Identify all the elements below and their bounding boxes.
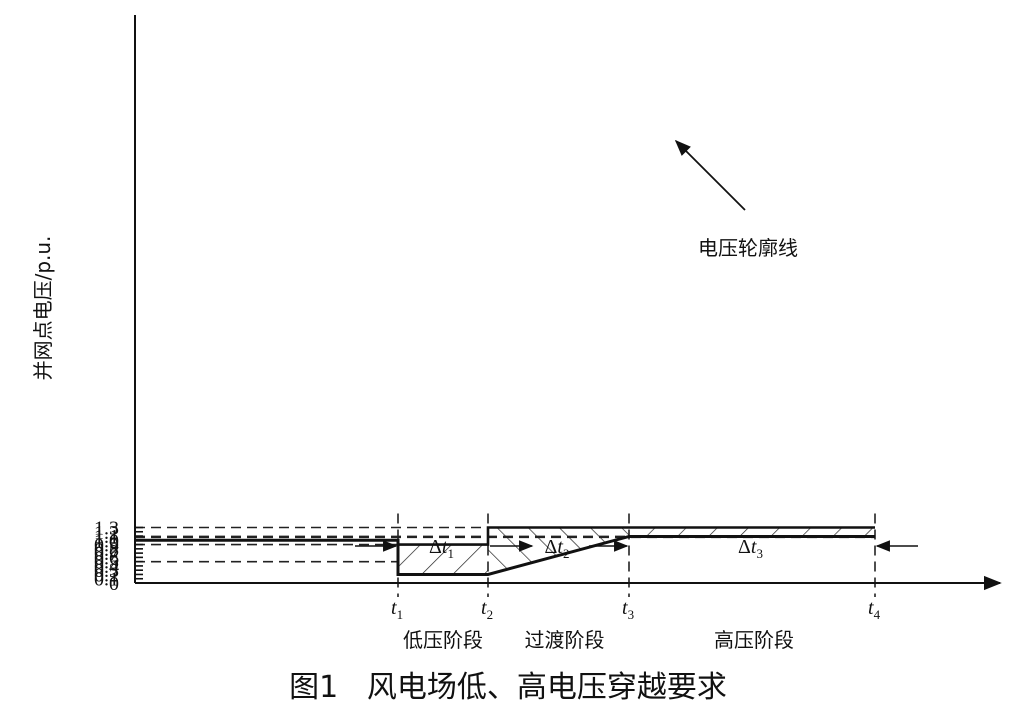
y-tick-label: 1.1 bbox=[94, 526, 119, 548]
hatch-transition bbox=[488, 527, 629, 575]
y-tick-label: 1.0 bbox=[94, 530, 119, 552]
y-tick-label: 0.7 bbox=[94, 543, 119, 565]
y-tick-label: 0.5 bbox=[94, 552, 119, 574]
chart-title: 图1 风电场低、高电压穿越要求 bbox=[289, 670, 727, 705]
stage-label-3: 高压阶段 bbox=[714, 628, 794, 652]
interval-label-2: Δt2 bbox=[545, 536, 570, 561]
y-tick-label: 0.4 bbox=[94, 556, 119, 578]
interval-label-3: Δt3 bbox=[738, 536, 763, 561]
axes: 00.10.20.30.40.50.60.70.80.91.01.11.21.3 bbox=[94, 15, 1002, 595]
stage-label-1: 低压阶段 bbox=[403, 628, 483, 652]
y-tick-label: 0.3 bbox=[94, 560, 119, 582]
y-tick-label: 0 bbox=[109, 573, 119, 595]
y-tick-label: 1.3 bbox=[94, 517, 119, 539]
x-mark-label-t4: t4 bbox=[868, 597, 881, 622]
y-tick-label: 0.9 bbox=[94, 535, 119, 557]
stage-label-2: 过渡阶段 bbox=[525, 628, 605, 652]
y-tick-label: 0.2 bbox=[94, 564, 119, 586]
y-axis-label: 并网点电压/p.u. bbox=[31, 236, 55, 381]
profile-annotation-label: 电压轮廓线 bbox=[698, 236, 798, 260]
hatched-region bbox=[398, 527, 875, 575]
y-tick-label: 0.1 bbox=[94, 569, 119, 591]
hatch-low-voltage bbox=[398, 544, 488, 575]
x-mark-label-t3: t3 bbox=[622, 597, 634, 622]
x-mark-label-t1: t1 bbox=[391, 597, 403, 622]
series-line-1 bbox=[135, 534, 875, 576]
y-tick-label: 0.6 bbox=[94, 547, 119, 569]
series-lines bbox=[135, 139, 875, 576]
hatch-high-voltage bbox=[629, 527, 875, 537]
labels: 并网点电压/p.u. 图1 风电场低、高电压穿越要求 电压轮廓线 t1 t2 t3 t… bbox=[31, 236, 918, 705]
annotation-arrow bbox=[674, 139, 746, 211]
x-mark-label-t2: t2 bbox=[481, 597, 493, 622]
y-tick-label: 1.2 bbox=[94, 522, 119, 544]
series-line-2 bbox=[398, 526, 875, 546]
interval-label-1: Δt1 bbox=[429, 536, 454, 561]
y-tick-label: 0.8 bbox=[94, 539, 119, 561]
